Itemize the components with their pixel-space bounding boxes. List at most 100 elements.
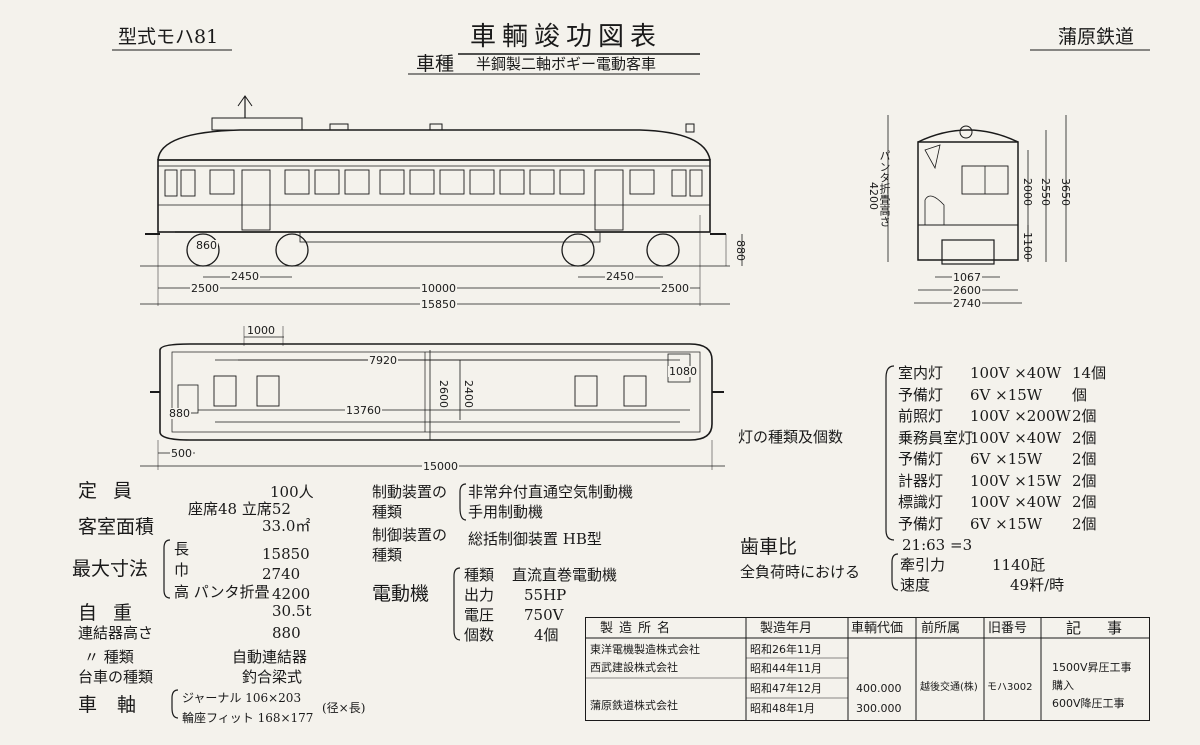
coupler-height-value: 880 <box>272 624 301 642</box>
model-label: 型式モハ81 <box>118 26 219 48</box>
dim-gauge: 1067 <box>952 271 982 284</box>
gear-note: 全負荷時における <box>740 563 861 581</box>
railway-name: 蒲原鉄道 <box>1058 26 1135 48</box>
note-3: 600V降圧工事 <box>1052 697 1125 710</box>
truck-label: 台車の種類 <box>78 668 154 686</box>
speed-value: 49粁/時 <box>1010 576 1065 594</box>
motor-count-value: 4個 <box>534 626 559 644</box>
maker-2: 西武建設株式会社 <box>590 661 678 674</box>
capacity-detail: 座席48 立席52 <box>188 500 291 518</box>
speed-label: 速度 <box>900 576 931 594</box>
dim-cab: 880 <box>168 407 191 420</box>
dim-center: 10000 <box>420 282 457 295</box>
light-spec: 100V ×40W <box>970 429 1062 447</box>
length-value: 15850 <box>262 545 310 563</box>
motor-count-label: 個数 <box>464 626 495 644</box>
car-type-prefix: 車種 <box>416 53 455 75</box>
dim-overhang-right: 2500 <box>660 282 690 295</box>
gear-ratio: 21:63 =3 <box>902 536 973 554</box>
date-3: 昭和47年12月 <box>750 682 822 695</box>
date-4: 昭和48年1月 <box>750 702 815 715</box>
axle-note: (径×長) <box>322 701 366 715</box>
light-qty: 2個 <box>1072 493 1097 511</box>
light-name: 前照灯 <box>898 407 944 425</box>
light-spec: 6V ×15W <box>970 386 1043 404</box>
car-type-value: 半鋼製二軸ボギー電動客車 <box>476 55 657 73</box>
dim-plan-overall: 15000 <box>422 460 459 473</box>
light-qty: 2個 <box>1072 429 1097 447</box>
maker-3: 蒲原鉄道株式会社 <box>590 699 678 712</box>
dim-interior: 13760 <box>345 404 382 417</box>
dim-end-off: 500 <box>170 447 193 460</box>
dim-plan-w2400: 2400 <box>462 380 475 408</box>
light-spec: 100V ×40W <box>970 493 1062 511</box>
gear-label: 歯車比 <box>740 536 798 558</box>
dim-overall: 15850 <box>420 298 457 311</box>
capacity-total: 100人 <box>270 483 314 501</box>
light-qty: 2個 <box>1072 515 1097 533</box>
dim-h1100: 1100 <box>1021 232 1034 260</box>
width-value: 2740 <box>262 565 301 583</box>
light-name: 室内灯 <box>898 364 944 382</box>
prev-owner: 越後交通(株) <box>920 682 978 693</box>
capacity-label: 定員 <box>78 480 149 502</box>
light-spec: 100V ×40W <box>970 364 1062 382</box>
motor-voltage-value: 750V <box>524 606 564 624</box>
coupler-height-label: 連結器高さ <box>78 624 154 642</box>
light-spec: 6V ×15W <box>970 450 1043 468</box>
motor-output-label: 出力 <box>464 586 495 604</box>
dim-panto-note: パンタ折畳高さ <box>878 150 891 227</box>
light-spec: 6V ×15W <box>970 515 1043 533</box>
price-2: 300.000 <box>856 702 902 715</box>
note-1: 1500V昇圧工事 <box>1052 661 1132 674</box>
motor-output-value: 55HP <box>524 586 567 604</box>
motor-type-value: 直流直巻電動機 <box>512 566 618 584</box>
th-oldno: 旧番号 <box>988 621 1028 636</box>
spec-braces <box>163 365 899 719</box>
dim-h2000: 2000 <box>1021 178 1034 206</box>
height-label: 高 パンタ折畳 <box>174 583 270 601</box>
axle-label: 車軸 <box>78 694 157 716</box>
traction-value: 1140瓩 <box>992 556 1046 574</box>
dim-door: 1000 <box>246 324 276 337</box>
dim-plan-w2600: 2600 <box>437 380 450 408</box>
dim-w2600: 2600 <box>952 284 982 297</box>
light-qty: 2個 <box>1072 472 1097 490</box>
axle-wheelfit: 輪座フィット 168×177 <box>182 711 314 725</box>
light-spec: 100V ×200W <box>970 407 1071 425</box>
dim-seat: 7920 <box>368 354 398 367</box>
traction-label: 牽引力 <box>900 556 946 574</box>
dim-h2550: 2550 <box>1039 178 1052 206</box>
dim-wheel-dia: 860 <box>195 239 218 252</box>
light-name: 計器灯 <box>898 472 944 490</box>
th-maker: 製造所名 <box>600 621 677 636</box>
th-prev: 前所属 <box>921 621 961 636</box>
dim-truck-left: 2450 <box>230 270 260 283</box>
th-date: 製造年月 <box>760 621 813 636</box>
width-label: 巾 <box>174 561 190 579</box>
date-2: 昭和44年11月 <box>750 662 822 675</box>
sheet-title: 車輌竣功図表 <box>470 22 663 52</box>
th-notes: 記事 <box>1066 619 1149 637</box>
coupler-type-value: 自動連結器 <box>232 648 308 666</box>
dim-coupler: 880 <box>734 240 747 261</box>
dim-h3650: 3650 <box>1059 178 1072 206</box>
lights-label: 灯の種類及個数 <box>738 428 844 446</box>
motor-label: 電動機 <box>372 583 430 605</box>
dim-cab-right: 1080 <box>668 365 698 378</box>
motor-voltage-label: 電圧 <box>464 606 495 624</box>
light-name: 予備灯 <box>898 386 944 404</box>
maker-1: 東洋電機製造株式会社 <box>590 643 700 656</box>
light-qty: 2個 <box>1072 407 1097 425</box>
truck-value: 釣合梁式 <box>242 668 303 686</box>
light-name: 予備灯 <box>898 450 944 468</box>
weight-value: 30.5t <box>272 602 312 620</box>
light-name: 乗務員室灯 <box>898 429 974 447</box>
maker-table: 製造所名 製造年月 車輌代価 前所属 旧番号 記事 東洋電機製造株式会社 西武建… <box>585 617 1150 721</box>
maxdim-label: 最大寸法 <box>72 558 149 580</box>
floor-value: 33.0㎡ <box>262 517 311 535</box>
date-1: 昭和26年11月 <box>750 643 822 656</box>
